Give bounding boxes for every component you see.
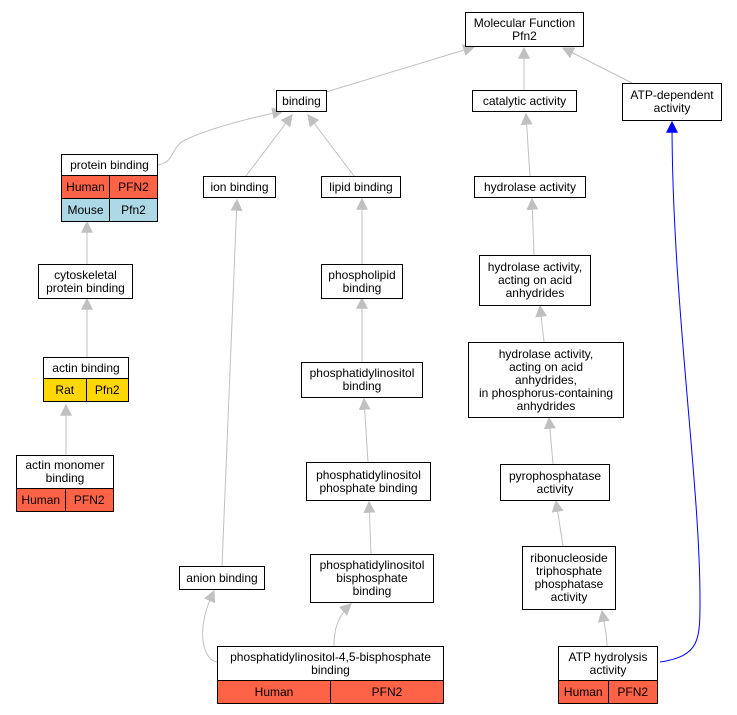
node-label: binding xyxy=(282,93,321,108)
annotation-row: Mouse Pfn2 xyxy=(62,198,157,221)
node-hydrolase-acid-anhydrides[interactable]: hydrolase activity, acting on acid anhyd… xyxy=(479,255,591,306)
edge-atp-dependent-to-molecular-function xyxy=(561,47,633,84)
node-label: phosphatidylinositol-4,5-bisphosphate bi… xyxy=(230,649,431,677)
annotation-row: Human PFN2 xyxy=(62,175,157,198)
node-hydrolase-activity[interactable]: hydrolase activity xyxy=(474,176,586,198)
edge-hydrolase-to-catalytic xyxy=(520,112,533,178)
annotation-row: Human PFN2 xyxy=(559,680,657,703)
node-protein-binding[interactable]: protein binding Human PFN2 Mouse Pfn2 xyxy=(61,154,158,222)
gene-cell: PFN2 xyxy=(64,489,113,511)
species-cell: Human xyxy=(62,176,109,198)
node-label: cytoskeletal protein binding xyxy=(46,267,125,295)
gene-cell: Pfn2 xyxy=(109,199,157,221)
edge-ion-binding-to-binding xyxy=(245,114,293,177)
edge-protein-binding-to-binding xyxy=(157,107,285,166)
annotation-row: Human PFN2 xyxy=(17,488,113,511)
edge-atp-hydrolysis-to-atp-dependent xyxy=(659,120,701,663)
node-label: ATP-dependent activity xyxy=(630,88,714,115)
node-atp-hydrolysis-activity[interactable]: ATP hydrolysis activity Human PFN2 xyxy=(558,646,658,704)
node-label: actin monomer binding xyxy=(25,458,105,485)
node-label: hydrolase activity, acting on acid anhyd… xyxy=(478,346,614,413)
edge-phosphorus-to-acid-anhydrides xyxy=(535,304,548,343)
species-cell: Human xyxy=(17,489,65,511)
species-cell: Human xyxy=(559,681,608,703)
edge-pip-to-pi-binding xyxy=(358,397,371,463)
node-ion-binding[interactable]: ion binding xyxy=(203,176,276,198)
edge-binding-to-molecular-function xyxy=(325,44,476,93)
node-label: hydrolase activity xyxy=(483,179,577,194)
annotation-row: Human PFN2 xyxy=(218,680,443,703)
node-label: phosphatidylinositol binding xyxy=(309,366,415,393)
node-catalytic-activity[interactable]: catalytic activity xyxy=(472,90,577,112)
node-phospholipid-binding[interactable]: phospholipid binding xyxy=(321,264,403,299)
node-atp-dependent-activity[interactable]: ATP-dependent activity xyxy=(622,83,722,121)
annotation-row: Rat Pfn2 xyxy=(44,378,128,401)
edge-pip2-to-bisphosphate xyxy=(333,603,352,647)
node-anion-binding[interactable]: anion binding xyxy=(179,566,265,590)
node-hydrolase-phosphorus-anhydrides[interactable]: hydrolase activity, acting on acid anhyd… xyxy=(468,342,624,418)
edge-lipid-binding-to-binding xyxy=(307,114,355,177)
node-binding[interactable]: binding xyxy=(276,90,327,112)
edge-atp-hydrolysis-to-ribonucleoside xyxy=(597,609,610,647)
node-label: hydrolase activity, acting on acid anhyd… xyxy=(487,260,583,300)
node-label: protein binding xyxy=(70,157,149,172)
node-label: catalytic activity xyxy=(482,93,567,108)
edge-anion-to-ion-binding xyxy=(221,198,243,567)
node-label: anion binding xyxy=(186,570,258,585)
node-pip2-binding[interactable]: phosphatidylinositol-4,5-bisphosphate bi… xyxy=(217,646,444,704)
node-label: pyrophosphatase activity xyxy=(508,468,602,496)
node-label: ion binding xyxy=(210,179,269,194)
node-ribonucleoside-triphosphate-phosphatase[interactable]: ribonucleoside triphosphate phosphatase … xyxy=(522,546,616,610)
edge-pip2-to-anion-binding xyxy=(202,589,218,663)
species-cell: Human xyxy=(218,681,330,703)
node-label: lipid binding xyxy=(329,179,393,194)
gene-cell: PFN2 xyxy=(330,681,443,703)
node-label: ribonucleoside triphosphate phosphatase … xyxy=(530,551,608,604)
node-label: phosphatidylinositol phosphate binding xyxy=(316,467,421,495)
node-label: phospholipid binding xyxy=(328,267,396,295)
node-actin-binding[interactable]: actin binding Rat Pfn2 xyxy=(43,357,129,402)
node-phosphatidylinositol-phosphate-binding[interactable]: phosphatidylinositol phosphate binding xyxy=(306,462,431,501)
node-lipid-binding[interactable]: lipid binding xyxy=(321,176,401,198)
node-label: phosphatidylinositol bisphosphate bindin… xyxy=(319,558,425,598)
node-label: Molecular Function Pfn2 xyxy=(473,15,576,43)
edge-bisphosphate-to-pip xyxy=(363,500,376,555)
node-pyrophosphatase-activity[interactable]: pyrophosphatase activity xyxy=(500,464,610,501)
edge-hydrolase-acid-to-hydrolase xyxy=(526,197,539,256)
node-label: actin binding xyxy=(52,360,120,375)
node-molecular-function[interactable]: Molecular Function Pfn2 xyxy=(465,12,584,47)
gene-cell: Pfn2 xyxy=(85,379,128,401)
gene-cell: PFN2 xyxy=(109,176,157,198)
node-label: ATP hydrolysis activity xyxy=(568,649,648,677)
node-actin-monomer-binding[interactable]: actin monomer binding Human PFN2 xyxy=(16,455,114,512)
gene-cell: PFN2 xyxy=(607,681,657,703)
node-cytoskeletal-protein-binding[interactable]: cytoskeletal protein binding xyxy=(38,264,133,299)
node-phosphatidylinositol-bisphosphate-binding[interactable]: phosphatidylinositol bisphosphate bindin… xyxy=(310,554,434,603)
node-phosphatidylinositol-binding[interactable]: phosphatidylinositol binding xyxy=(301,362,423,398)
species-cell: Rat xyxy=(44,379,86,401)
edge-pyrophosphatase-to-phosphorus xyxy=(543,416,556,465)
species-cell: Mouse xyxy=(62,199,109,221)
edge-ribonucleoside-to-pyrophosphatase xyxy=(551,499,564,547)
